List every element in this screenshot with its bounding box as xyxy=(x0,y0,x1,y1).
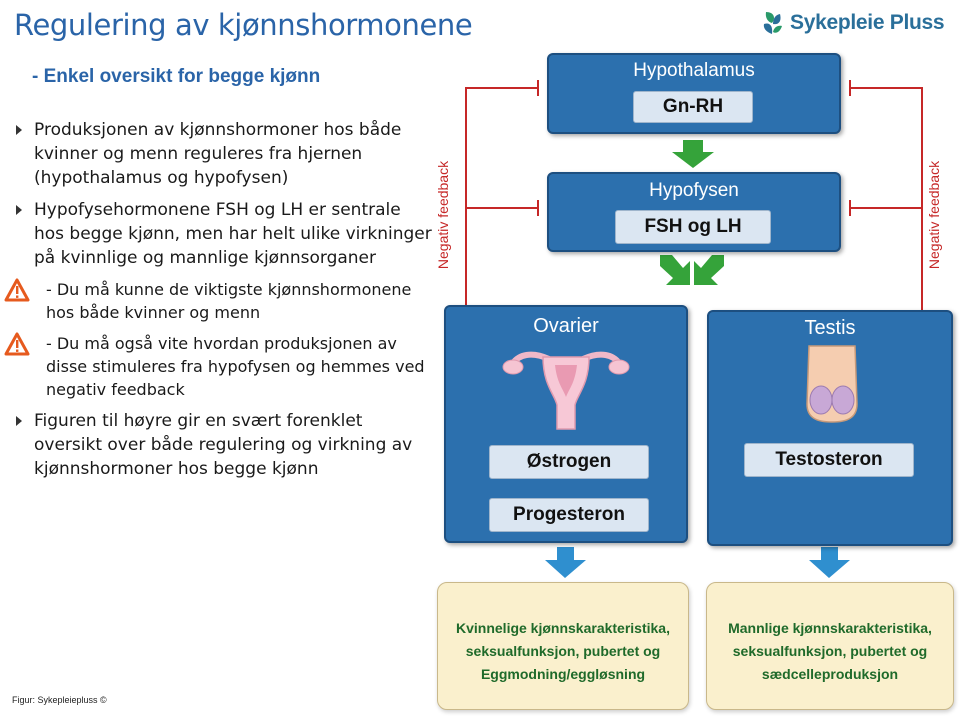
bullet-arrow-icon xyxy=(16,205,22,215)
warning-item: - Du må kunne de viktigste kjønnshormone… xyxy=(4,278,434,324)
female-effect-line: Eggmodning/eggløsning xyxy=(480,666,646,682)
logo-text: Sykepleie Pluss xyxy=(790,11,945,34)
male-effect-line: sædcelleproduksjon xyxy=(761,666,899,682)
hypofysen-label: Hypofysen xyxy=(649,180,739,201)
page-subtitle: - Enkel oversikt for begge kjønn xyxy=(32,66,321,87)
ostrogen-hormone: Østrogen xyxy=(489,445,649,479)
ovarier-label: Ovarier xyxy=(533,315,599,337)
fsh-lh-hormone: FSH og LH xyxy=(615,210,771,244)
warning-triangle-icon xyxy=(4,332,30,356)
bullet-text: Hypofysehormonene FSH og LH er sentrale … xyxy=(34,200,432,268)
bullet-arrow-icon xyxy=(16,416,22,426)
green-arrow-right-diag xyxy=(694,255,724,285)
uterus-icon xyxy=(502,351,630,430)
male-effects-box: Mannlige kjønnskarakteristika, seksualfu… xyxy=(706,582,954,710)
bullet-text: Figuren til høyre gir en svært forenklet… xyxy=(34,411,413,479)
female-effect-line: seksualfunksjon, pubertet og xyxy=(465,643,661,659)
male-effect-line: Mannlige kjønnskarakteristika, xyxy=(728,620,932,636)
warning-text: - Du må kunne de viktigste kjønnshormone… xyxy=(46,280,412,322)
warning-triangle-icon xyxy=(4,278,30,302)
testis-box: Testis Testosteron xyxy=(707,310,953,546)
female-effect-line: Kvinnelige kjønnskarakteristika, xyxy=(456,620,670,636)
logo-leaf-icon xyxy=(763,12,782,34)
green-arrow-left-diag xyxy=(660,255,690,285)
green-arrow-down xyxy=(672,140,714,168)
progesteron-hormone: Progesteron xyxy=(489,498,649,532)
testosteron-hormone: Testosteron xyxy=(744,443,914,477)
blue-arrow-male xyxy=(809,547,850,578)
page-title: Regulering av kjønnshormonene xyxy=(14,8,473,42)
bullet-item: Produksjonen av kjønnshormoner hos både … xyxy=(14,118,434,190)
gnrh-hormone: Gn-RH xyxy=(633,91,753,123)
ovarier-box: Ovarier Østrogen Progesteron xyxy=(444,305,688,543)
testis-icon xyxy=(806,345,858,423)
testis-label: Testis xyxy=(804,317,856,339)
bullet-item: Figuren til høyre gir en svært forenklet… xyxy=(14,409,434,481)
bullet-arrow-icon xyxy=(16,125,22,135)
female-effects-box: Kvinnelige kjønnskarakteristika, seksual… xyxy=(437,582,689,710)
warning-item: - Du må også vite hvordan produksjonen a… xyxy=(4,332,434,401)
bullet-item: Hypofysehormonene FSH og LH er sentrale … xyxy=(14,198,434,270)
figure-credit: Figur: Sykepleiepluss © xyxy=(12,695,107,705)
male-effect-line: seksualfunksjon, pubertet og xyxy=(732,643,928,659)
bullet-text: Produksjonen av kjønnshormoner hos både … xyxy=(34,120,402,188)
warning-text: - Du må også vite hvordan produksjonen a… xyxy=(46,334,425,399)
hypofysen-box: Hypofysen FSH og LH xyxy=(547,172,841,252)
hypothalamus-box: Hypothalamus Gn-RH xyxy=(547,53,841,134)
feedback-label-left: Negativ feedback xyxy=(435,160,452,270)
blue-arrow-female xyxy=(545,547,586,578)
logo: Sykepleie Pluss xyxy=(760,6,950,40)
hypothalamus-label: Hypothalamus xyxy=(633,60,755,81)
bullet-list: Produksjonen av kjønnshormoner hos både … xyxy=(4,118,434,489)
feedback-label-right: Negativ feedback xyxy=(926,160,943,270)
